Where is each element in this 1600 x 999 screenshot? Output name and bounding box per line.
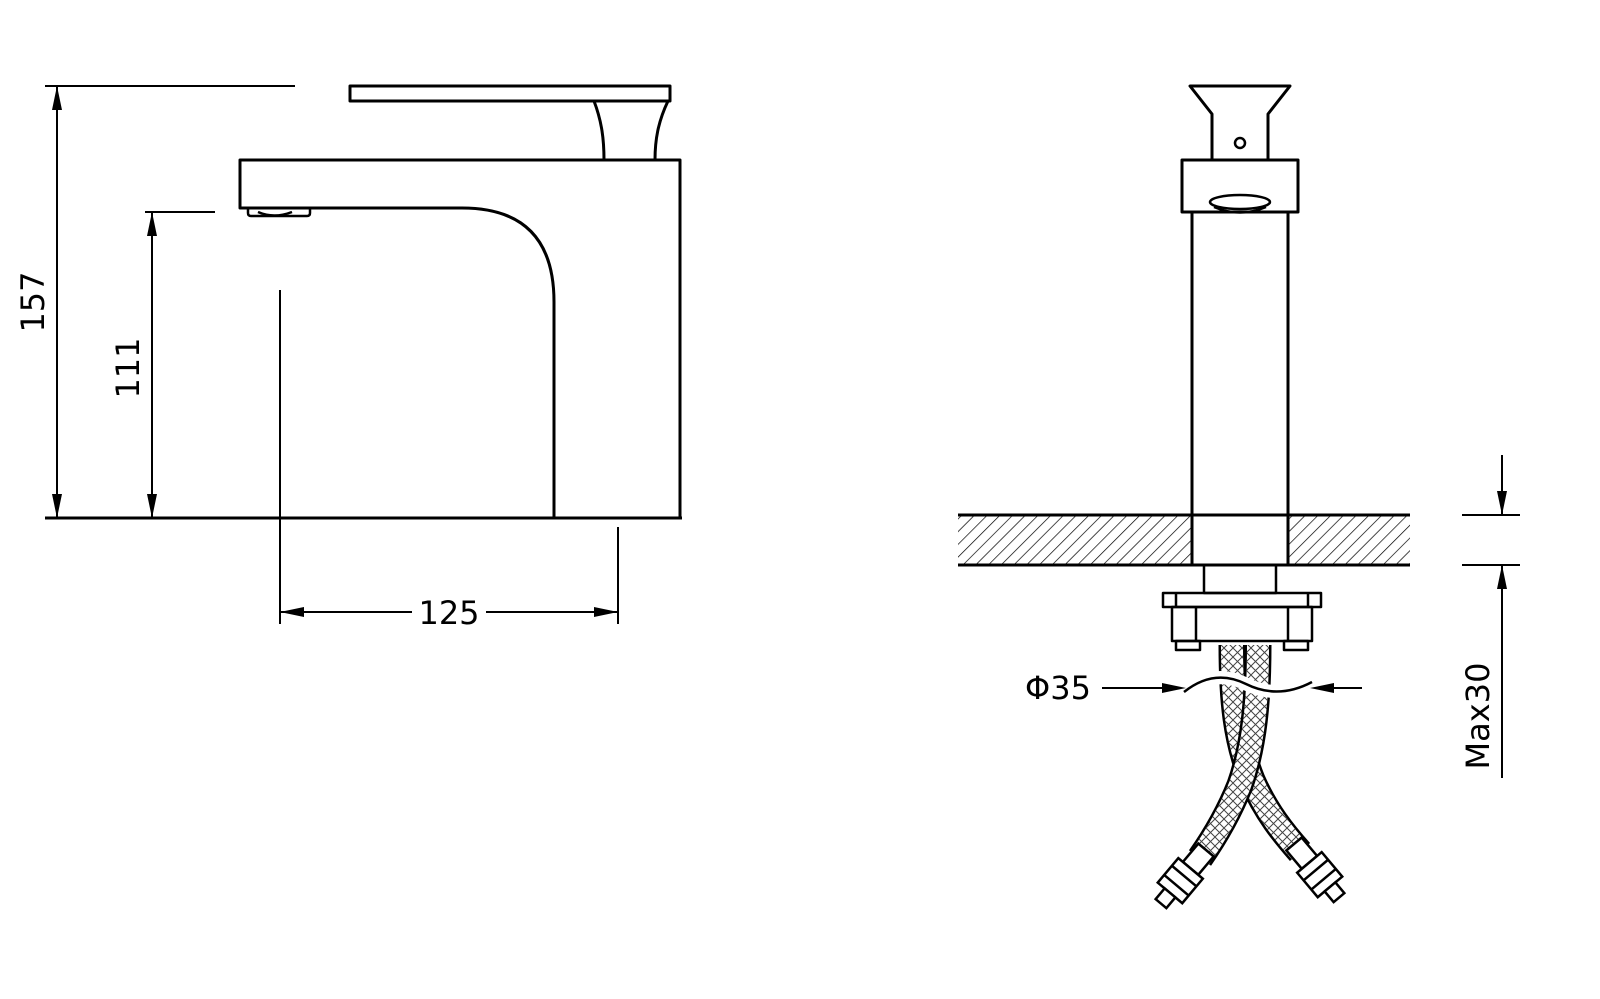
arrow-right-icon (594, 607, 618, 617)
arrow-left-icon (1310, 683, 1334, 693)
handle-stem (592, 100, 670, 162)
hose-fitting-right (1284, 835, 1347, 904)
arrow-left-icon (280, 607, 304, 617)
break-line (1183, 676, 1313, 693)
arrow-down-icon (52, 494, 62, 518)
faucet-body-side (238, 158, 682, 520)
aerator-front (1208, 193, 1272, 211)
counter-section (958, 513, 1410, 567)
set-screw-icon (1233, 136, 1247, 150)
mounting-washer (1161, 591, 1323, 609)
nut-tab (1282, 639, 1310, 652)
aerator-side (246, 206, 312, 218)
lever-handle (348, 84, 672, 103)
body-column-front (1190, 210, 1290, 517)
arrow-down-icon (1497, 491, 1507, 515)
side-view (45, 84, 682, 520)
dim-total-height-label: 157 (14, 271, 52, 332)
mounting-nut (1170, 605, 1314, 643)
dim-hole-diameter-label: Φ35 (1025, 669, 1091, 707)
counter-hatch-right (1288, 515, 1410, 565)
dim-spout-height-label: 111 (109, 337, 147, 398)
arrow-right-icon (1162, 683, 1186, 693)
counter-hatch-left (958, 515, 1192, 565)
arrow-up-icon (52, 86, 62, 110)
arrow-down-icon (147, 494, 157, 518)
front-view (958, 84, 1410, 910)
dimension-hole-diameter: Φ35 (1025, 669, 1362, 707)
dimension-spout-reach: 125 (279, 290, 619, 632)
nut-tab (1174, 639, 1202, 652)
label-mask (412, 592, 486, 632)
supply-hoses (1153, 644, 1347, 910)
dim-max-deck-thickness-label: Max30 (1459, 663, 1497, 770)
dimension-total-height: 157 (14, 85, 295, 518)
body-top-front (1180, 158, 1300, 214)
aerator-detail (257, 210, 293, 217)
hose-fitting-left (1153, 841, 1216, 910)
dim-spout-reach-label: 125 (418, 594, 479, 632)
arrow-up-icon (147, 212, 157, 236)
threaded-shank (1202, 563, 1278, 595)
dimension-spout-height: 111 (109, 211, 215, 518)
dimension-max-deck-thickness: Max30 (1459, 455, 1520, 778)
